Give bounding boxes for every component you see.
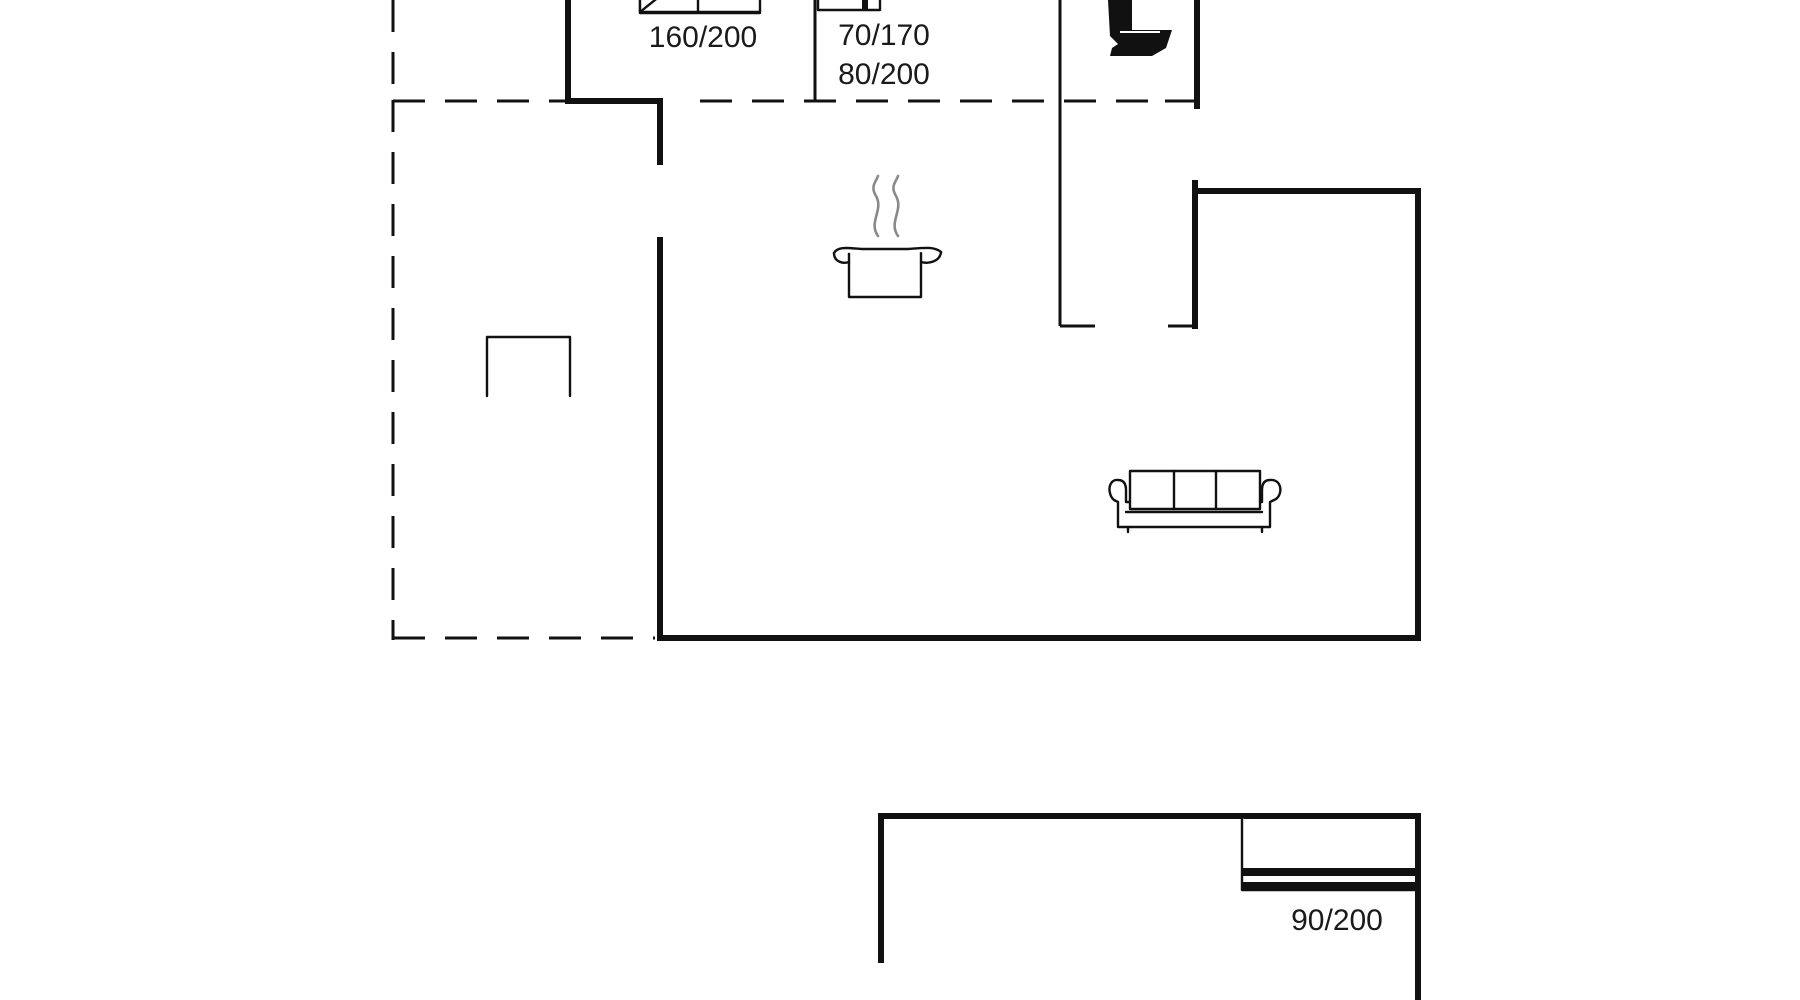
label-bunk-top: 70/170: [838, 19, 930, 52]
annex-walls: [878, 813, 1421, 1000]
table-icon: [485, 335, 572, 398]
living-room-walls: [657, 180, 1421, 641]
label-single-bed: 90/200: [1291, 904, 1383, 937]
bedroom-walls: [565, 0, 817, 165]
bed-icon: [638, 0, 762, 15]
sofa-icon: [1108, 469, 1282, 534]
label-double-bed: 160/200: [649, 21, 757, 54]
bathroom-walls: [1058, 0, 1200, 328]
cooking-pot-icon: [832, 174, 943, 299]
label-bunk-bottom: 80/200: [838, 58, 930, 91]
bunk-bed-icon: [816, 0, 882, 12]
terrace-outline: [391, 0, 1200, 640]
single-bed-icon: [1240, 816, 1420, 892]
toilet-icon: [1108, 0, 1172, 56]
